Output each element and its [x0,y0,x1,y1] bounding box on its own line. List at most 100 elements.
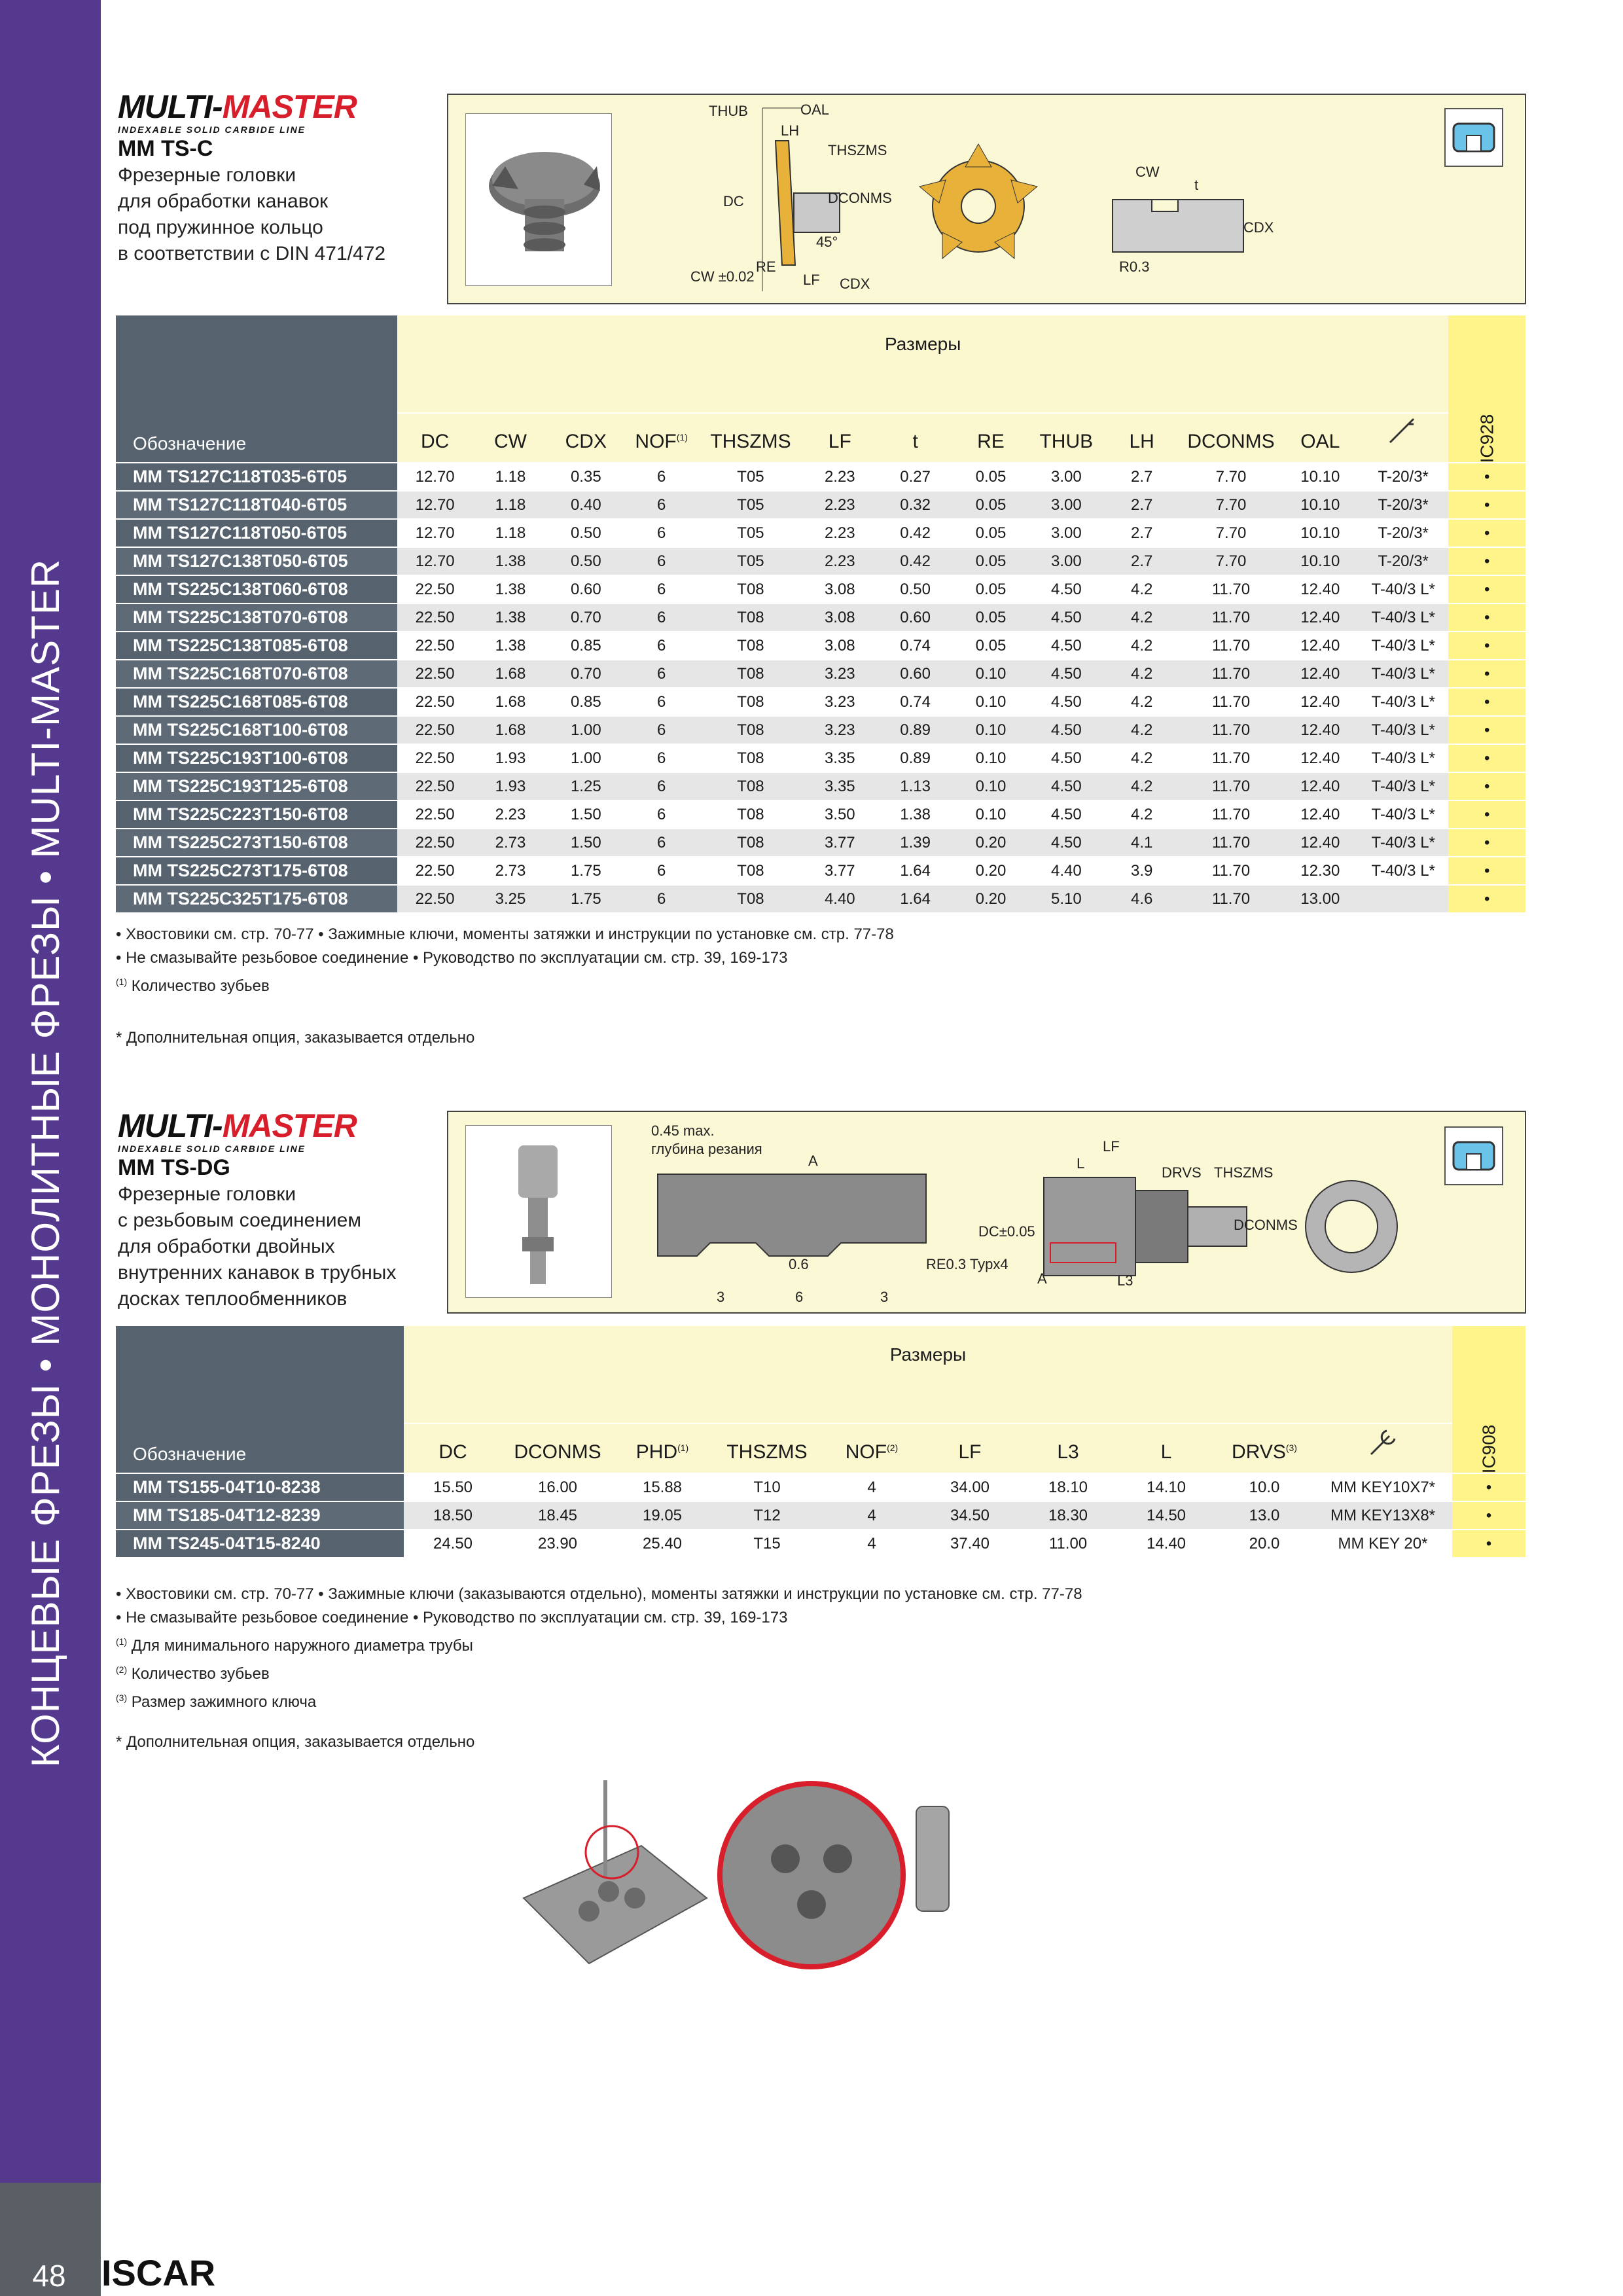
value-cell: T05 [699,491,802,520]
tool-photo [465,1125,612,1298]
value-cell: 4.2 [1104,744,1180,773]
designation-cell: MM TS225C168T100-6T08 [116,716,397,745]
value-cell: 11.70 [1179,688,1283,717]
col-header: NOF(2) [823,1424,921,1474]
footnote: (1) Для минимального наружного диаметра … [116,1636,473,1655]
value-cell: 1.39 [877,829,954,857]
designation-cell: MM TS225C168T070-6T08 [116,660,397,689]
grade-availability-cell: • [1452,1501,1525,1530]
value-cell: 4.50 [1028,660,1104,689]
value-cell: 0.50 [877,575,954,604]
svg-text:CDX: CDX [1243,219,1274,236]
value-cell: 12.40 [1282,575,1358,604]
col-header: DCONMS [1179,413,1283,463]
footnote: (2) Количество зубьев [116,1664,270,1683]
grade-availability-cell: • [1448,829,1525,857]
value-cell: 4.2 [1104,688,1180,717]
value-cell: T10 [711,1473,823,1502]
value-cell: 3.08 [802,632,878,660]
designation-cell: MM TS225C138T060-6T08 [116,575,397,604]
value-cell: 6 [623,603,700,632]
svg-text:RE: RE [756,259,776,275]
value-cell: 0.60 [877,603,954,632]
svg-text:глубина резания: глубина резания [651,1141,762,1157]
grade-availability-cell: • [1448,660,1525,689]
value-cell: 0.10 [953,772,1029,801]
value-cell: 11.70 [1179,632,1283,660]
value-cell: 0.42 [877,547,954,576]
grade-availability-cell: • [1448,772,1525,801]
value-cell: 2.23 [802,491,878,520]
value-cell: 12.30 [1282,857,1358,886]
value-cell: 11.00 [1019,1530,1117,1558]
value-cell: 1.75 [548,857,624,886]
value-cell: 22.50 [397,800,473,829]
value-cell: 6 [623,575,700,604]
value-cell: 2.7 [1104,547,1180,576]
wrench-icon [1313,1424,1452,1474]
value-cell: 0.05 [953,491,1029,520]
designation-cell: MM TS155-04T10-8238 [116,1473,404,1502]
grade-availability-cell: • [1448,744,1525,773]
value-cell: 14.10 [1117,1473,1215,1502]
value-cell: 11.70 [1179,603,1283,632]
svg-text:0.45 max.: 0.45 max. [651,1122,715,1139]
col-header: CDX [548,413,624,463]
value-cell: 0.50 [548,547,624,576]
value-cell: T08 [699,688,802,717]
value-cell: 25.40 [613,1530,711,1558]
col-header: L [1117,1424,1215,1474]
value-cell: 6 [623,660,700,689]
value-cell: T08 [699,716,802,745]
value-cell: 20.0 [1215,1530,1313,1558]
value-cell: 11.70 [1179,800,1283,829]
value-cell: 4.50 [1028,800,1104,829]
value-cell: T-40/3 L* [1357,660,1449,689]
col-header: NOF(1) [623,413,700,463]
value-cell: T-20/3* [1357,547,1449,576]
value-cell: T08 [699,744,802,773]
value-cell: 11.70 [1179,744,1283,773]
svg-text:A: A [808,1153,818,1169]
value-cell: T-40/3 L* [1357,632,1449,660]
value-cell: 22.50 [397,603,473,632]
value-cell: 6 [623,744,700,773]
value-cell: T15 [711,1530,823,1558]
value-cell: 11.70 [1179,660,1283,689]
svg-text:THSZMS: THSZMS [1214,1164,1273,1181]
value-cell: T-40/3 L* [1357,800,1449,829]
value-cell: 13.0 [1215,1501,1313,1530]
value-cell: 6 [623,519,700,548]
svg-text:THSZMS: THSZMS [828,142,887,158]
value-cell: 1.00 [548,744,624,773]
value-cell: 10.10 [1282,463,1358,492]
value-cell: 3.23 [802,660,878,689]
value-cell: 6 [623,885,700,914]
value-cell: 4.50 [1028,829,1104,857]
value-cell: 22.50 [397,660,473,689]
value-cell: 22.50 [397,688,473,717]
svg-text:L3: L3 [1117,1272,1133,1289]
technical-drawing: 0.45 max. глубина резания A 0.6 3 6 3 RE… [447,1111,1526,1314]
value-cell: 0.85 [548,688,624,717]
svg-text:RE0.3 Typx4: RE0.3 Typx4 [926,1256,1008,1272]
value-cell: 4.50 [1028,688,1104,717]
value-cell: T08 [699,660,802,689]
value-cell: 0.35 [548,463,624,492]
value-cell: 2.23 [802,519,878,548]
value-cell: 12.70 [397,547,473,576]
value-cell: 12.40 [1282,744,1358,773]
value-cell: 0.42 [877,519,954,548]
value-cell: 4.50 [1028,575,1104,604]
value-cell: 13.00 [1282,885,1358,914]
designation-cell: MM TS127C118T050-6T05 [116,519,397,548]
value-cell: 3.35 [802,744,878,773]
value-cell: 4.2 [1104,716,1180,745]
value-cell: 12.70 [397,491,473,520]
grade-availability-cell: • [1448,547,1525,576]
value-cell: 0.60 [548,575,624,604]
